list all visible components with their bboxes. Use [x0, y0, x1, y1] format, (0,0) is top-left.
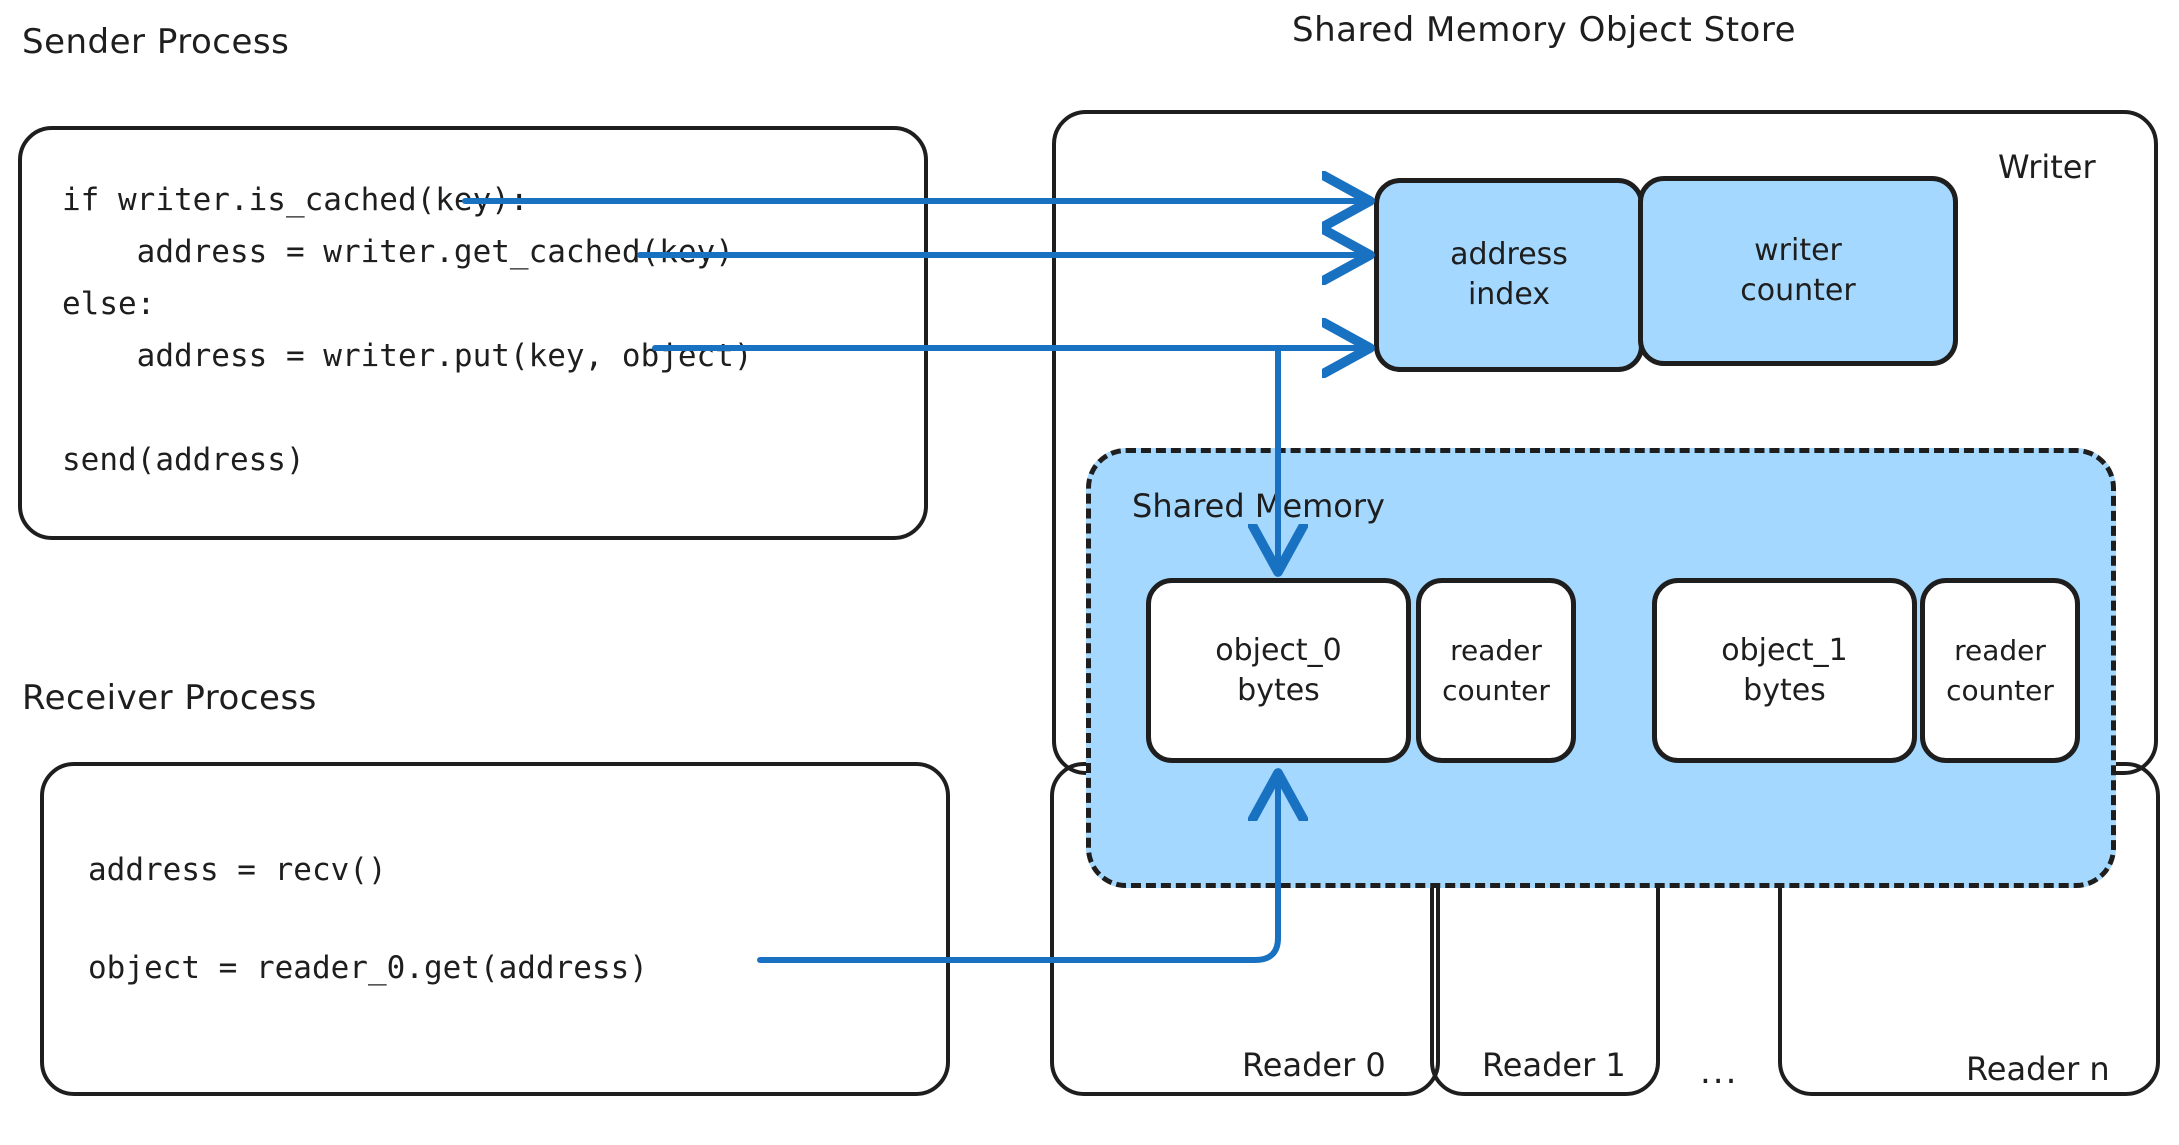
receiver-process-box — [40, 762, 950, 1096]
sender-code-line-1: address = writer.get_cached(key) — [62, 234, 734, 270]
object-0-bytes-cell: object_0 bytes — [1146, 578, 1411, 763]
sender-code-line-0: if writer.is_cached(key): — [62, 182, 529, 218]
object-0-reader-counter-cell: reader counter — [1416, 578, 1576, 763]
sender-process-box — [18, 126, 928, 540]
sender-code-line-2: else: — [62, 286, 156, 322]
reader-n-label: Reader n — [1966, 1050, 2110, 1088]
shared-memory-object-store-title: Shared Memory Object Store — [1292, 10, 1796, 50]
reader-1-label: Reader 1 — [1482, 1046, 1626, 1084]
readers-ellipsis: ... — [1700, 1052, 1739, 1092]
sender-code-line-3: address = writer.put(key, object) — [62, 338, 753, 374]
sender-code-line-5: send(address) — [62, 442, 305, 478]
address-index-cell: address index — [1374, 178, 1644, 372]
writer-counter-cell: writer counter — [1638, 176, 1958, 366]
writer-label: Writer — [1998, 148, 2096, 186]
receiver-code-line-2: object = reader_0.get(address) — [88, 950, 648, 986]
sender-process-title: Sender Process — [22, 22, 290, 62]
receiver-code-line-0: address = recv() — [88, 852, 387, 888]
reader-0-label: Reader 0 — [1242, 1046, 1386, 1084]
shared-memory-label: Shared Memory — [1132, 487, 1385, 525]
object-1-bytes-cell: object_1 bytes — [1652, 578, 1917, 763]
object-1-reader-counter-cell: reader counter — [1920, 578, 2080, 763]
receiver-process-title: Receiver Process — [22, 678, 317, 718]
